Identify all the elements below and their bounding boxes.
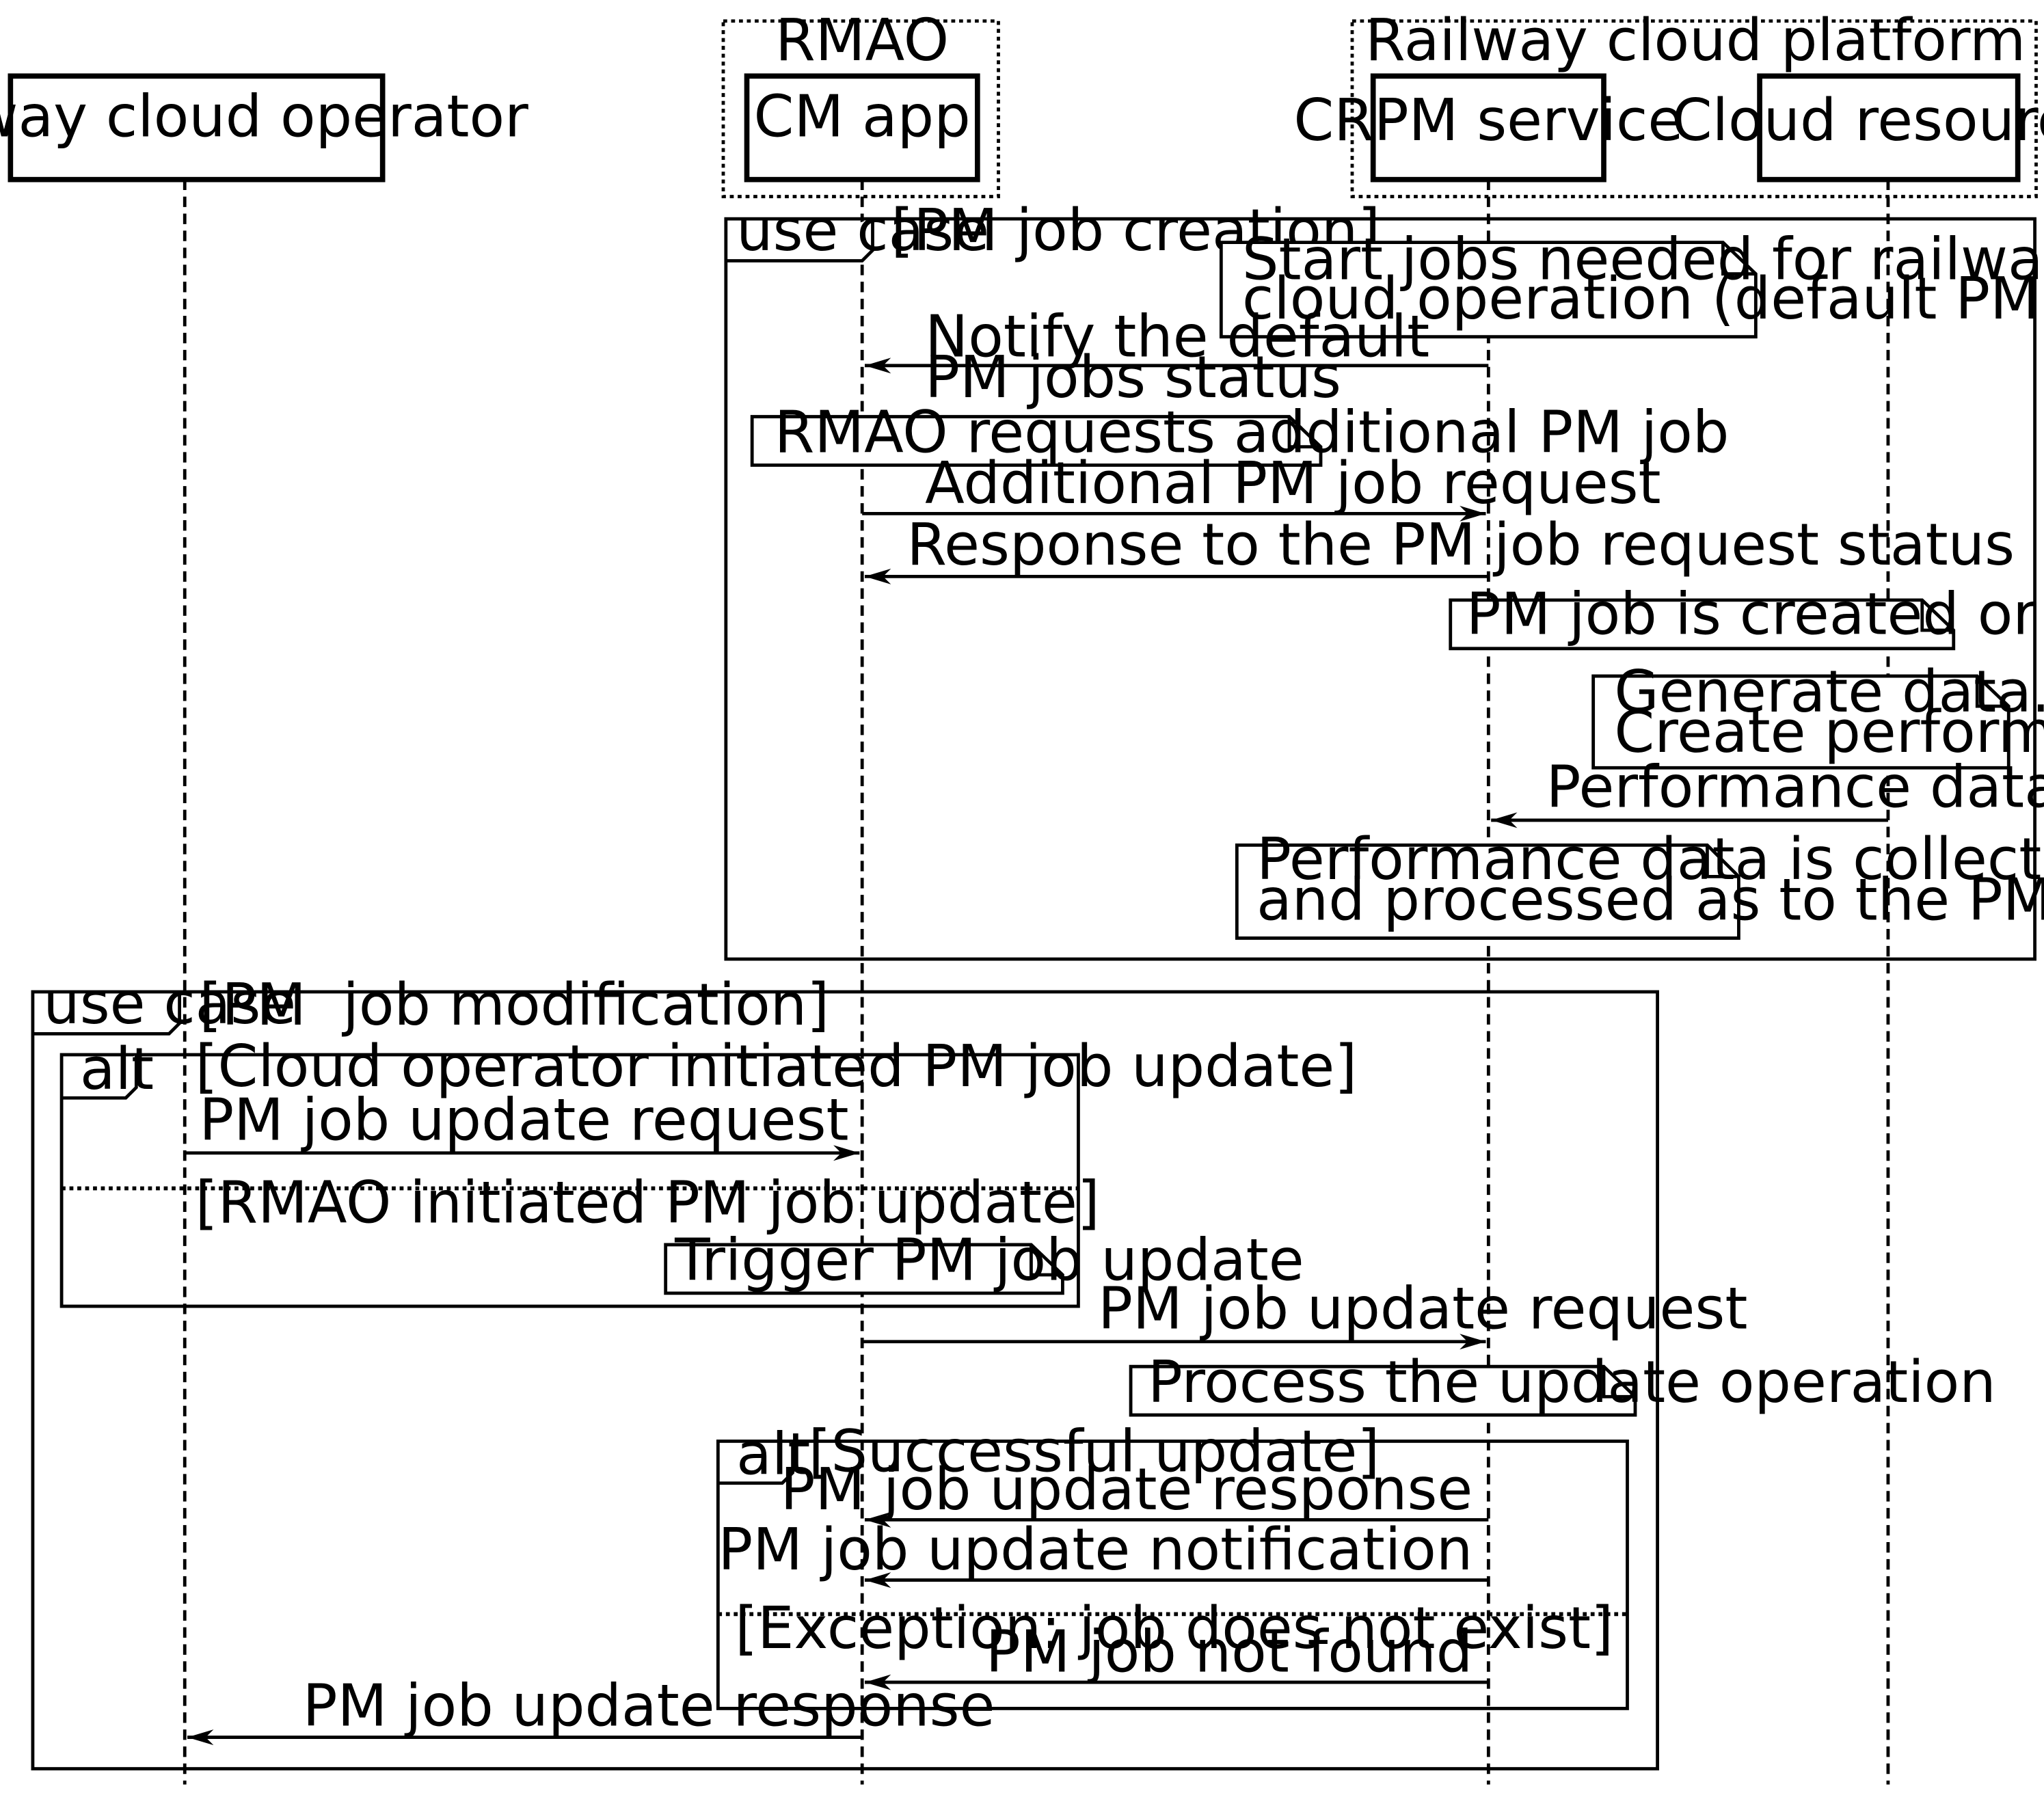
use-case-pm-job-creation: use case [PM job creation] Start jobs ne… [724,197,2044,961]
message-not-found-label: PM job not found [986,1619,1473,1686]
note-generate-data-line-2: Create performance data. [1614,699,2044,766]
message-performance-data: Performance data [1491,754,2044,828]
group-rmao: RMAO [721,7,1000,198]
message-update-response-label: PM job update response [781,1456,1473,1523]
group-railway-cloud-platform: Railway cloud platform [1350,7,2038,198]
use-case-2-guard: [PM job modification] [199,971,829,1038]
note-job-created-text: PM job is created or triggered [1466,581,2044,648]
message-update-request-label: PM job update request [1098,1276,1747,1342]
note-rmao-requests: RMAO requests additional PM job [750,399,1730,467]
note-trigger-update-text: Trigger PM job update [674,1227,1304,1294]
message-final-update-response-label: PM job update response [303,1672,995,1739]
participant-cloud-resource: Cloud resource [1672,73,2044,183]
note-generate-data: Generate data. Create performance data. [1591,658,2044,770]
alt-fragment-update-result: alt [Successful update] PM job update re… [716,1418,1629,1710]
note-rmao-requests-text: RMAO requests additional PM job [775,399,1730,465]
message-update-response: PM job update response [781,1456,1489,1528]
participant-crpm-service: CRPM service [1293,73,1683,183]
message-additional-request: Additional PM job request [862,450,1661,522]
alt-2-tag: alt [736,1420,810,1487]
participant-operator: Railway cloud operator [0,73,528,183]
message-performance-data-label: Performance data [1546,754,2044,821]
message-additional-request-label: Additional PM job request [925,450,1660,517]
alt-1-guard-operator: [Cloud operator initiated PM job update] [196,1033,1358,1100]
note-generate-data-line-1: Generate data. [1614,658,2044,725]
alt-2-guard-exception: [Exception: job does not exist] [735,1595,1613,1662]
message-response-status: Response to the PM job request status [865,511,2015,584]
message-update-request: PM job update request [862,1276,1747,1350]
message-not-found: PM job not found [865,1619,1489,1690]
group-railway-cloud-platform-label: Railway cloud platform [1365,7,2026,74]
note-start-jobs-line-1: Start jobs needed for railway [1242,226,2044,293]
note-data-collected-line-1: Performance data is collected [1256,826,2044,893]
group-rmao-label: RMAO [775,7,949,74]
use-case-1-tag: use case [736,197,989,264]
note-start-jobs-line-2: cloud operation (default PM jobs) [1242,265,2044,332]
note-data-collected-line-2: and processed as to the PM job [1256,867,2044,934]
alt-1-guard-rmao: [RMAO initiated PM job update] [196,1169,1100,1236]
message-notify-default-status-line-2: PM jobs status [925,344,1341,411]
alt-1-tag: alt [80,1036,154,1103]
message-update-request-operator: PM job update request [185,1087,860,1161]
message-final-update-response: PM job update response [187,1672,995,1746]
participant-crpm-service-label: CRPM service [1293,87,1683,154]
participant-cm-app-label: CM app [754,83,971,150]
use-case-2-tag: use case [43,970,296,1037]
alt-2-guard-success: [Successful update] [809,1418,1380,1485]
lifelines [183,179,1890,1785]
message-update-notification: PM job update notification [718,1516,1489,1589]
use-case-pm-job-modification: use case [PM job modification] alt [Clou… [31,970,1996,1770]
participant-cm-app: CM app [744,73,980,183]
note-data-collected: Performance data is collected and proces… [1235,826,2044,940]
message-update-notification-label: PM job update notification [718,1516,1473,1583]
note-process-update-text: Process the update operation [1148,1349,1996,1416]
message-response-status-label: Response to the PM job request status [906,511,2015,578]
note-start-jobs: Start jobs needed for railway cloud oper… [1219,226,2044,339]
message-notify-default-status: Notify the default PM jobs status [865,303,1489,411]
note-job-created: PM job is created or triggered [1449,581,2044,651]
note-trigger-update: Trigger PM job update [664,1227,1304,1295]
participant-cloud-resource-label: Cloud resource [1672,87,2044,154]
alt-fragment-initiator: alt [Cloud operator initiated PM job upd… [59,1033,1358,1308]
message-update-request-operator-label: PM job update request [199,1087,848,1154]
participant-operator-label: Railway cloud operator [0,83,528,150]
note-process-update: Process the update operation [1129,1349,1996,1417]
message-notify-default-status-line-1: Notify the default [925,303,1429,370]
